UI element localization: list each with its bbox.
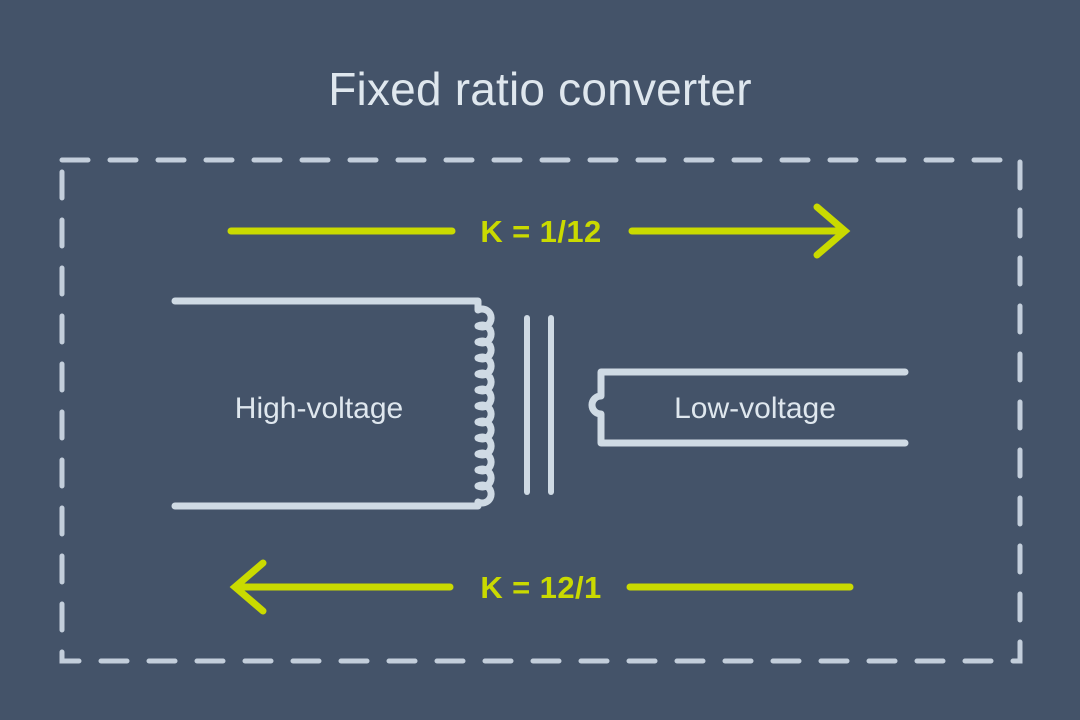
transformer-core [524,315,554,495]
bottom-ratio-arrow: K = 12/1 [229,559,854,615]
primary-winding: High-voltage [171,297,495,510]
top-ratio-label: K = 1/12 [480,214,601,249]
secondary-winding: Low-voltage [588,368,909,447]
primary-coil-path [171,297,495,510]
bottom-ratio-label: K = 12/1 [480,570,601,605]
top-ratio-arrow: K = 1/12 [227,203,851,259]
secondary-winding-label: Low-voltage [674,392,836,425]
secondary-coil-path [588,368,909,447]
page-title: Fixed ratio converter [328,63,751,115]
converter-boundary [59,157,1023,664]
top-arrowhead-right-icon [813,203,851,259]
primary-winding-label: High-voltage [235,392,403,425]
bottom-arrowhead-left-icon [229,559,267,615]
